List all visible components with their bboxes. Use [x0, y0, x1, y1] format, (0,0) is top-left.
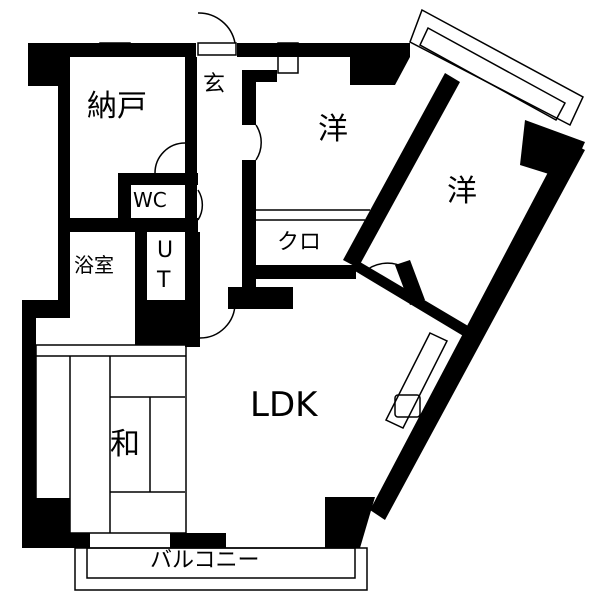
room-label-balcony: バルコニー	[150, 548, 260, 573]
room-label-bath: 浴室	[74, 253, 114, 277]
room-label-wc: WC	[133, 188, 167, 212]
room-label-storage: 納戸	[87, 89, 147, 124]
room-label-closet: クロ	[277, 230, 322, 255]
room-label-utility-u: U	[157, 238, 174, 263]
room-label-western-1: 洋	[318, 112, 348, 147]
room-label-western-2: 洋	[447, 174, 477, 209]
room-label-utility-t: T	[157, 268, 171, 293]
room-label-entrance: 玄	[203, 72, 226, 97]
room-label-japanese: 和	[110, 427, 140, 462]
room-label-ldk: LDK	[250, 385, 318, 425]
